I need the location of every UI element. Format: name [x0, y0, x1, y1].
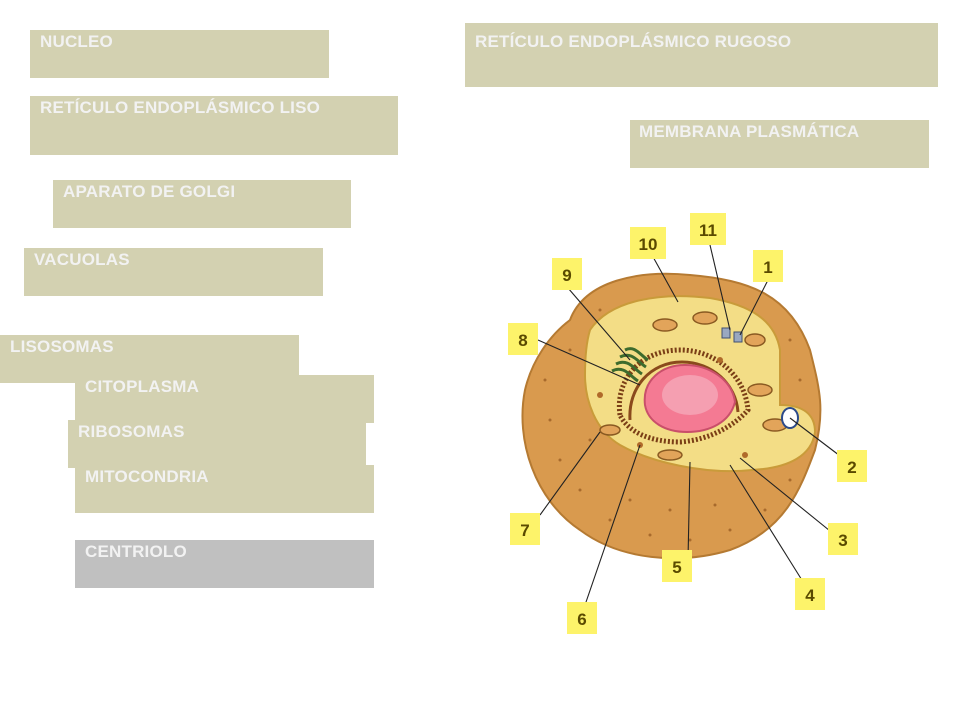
number-2: 2 [847, 458, 856, 477]
label-rer[interactable]: RETÍCULO ENDOPLÁSMICO RUGOSO [465, 23, 938, 87]
label-citoplasma-text: CITOPLASMA [85, 377, 200, 396]
number-tag-5: 5 [662, 550, 692, 582]
centriole [721, 327, 743, 343]
number-tag-1: 1 [753, 250, 783, 282]
label-nucleo[interactable]: NUCLEO [30, 30, 329, 78]
label-citoplasma[interactable]: CITOPLASMA [75, 375, 374, 423]
number-9: 9 [562, 266, 571, 285]
label-rel-text: RETÍCULO ENDOPLÁSMICO LISO [40, 98, 321, 117]
leader-lines [537, 244, 853, 606]
label-golgi-text: APARATO DE GOLGI [63, 182, 236, 201]
mitochondria [599, 311, 788, 461]
cell-speckles [543, 308, 802, 542]
label-rer-text: RETÍCULO ENDOPLÁSMICO RUGOSO [475, 32, 792, 51]
label-golgi[interactable]: APARATO DE GOLGI [53, 180, 351, 228]
number-tag-8: 8 [508, 323, 538, 355]
number-4: 4 [805, 586, 815, 605]
number-tag-7: 7 [510, 513, 540, 545]
label-vacuolas[interactable]: VACUOLAS [24, 248, 323, 296]
rough-er [616, 347, 751, 445]
label-mitocondria-text: MITOCONDRIA [85, 467, 209, 486]
number-tag-2: 2 [837, 450, 867, 482]
number-5: 5 [672, 558, 681, 577]
label-ribosomas-text: RIBOSOMAS [78, 422, 185, 441]
label-membrana[interactable]: MEMBRANA PLASMÁTICA [630, 120, 929, 168]
number-tag-6: 6 [567, 602, 597, 634]
number-tag-3: 3 [828, 523, 858, 555]
number-tag-9: 9 [552, 258, 582, 290]
label-rel[interactable]: RETÍCULO ENDOPLÁSMICO LISO [30, 96, 398, 155]
label-mitocondria[interactable]: MITOCONDRIA [75, 465, 374, 513]
label-lisosomas-text: LISOSOMAS [10, 337, 114, 356]
animal-cell-diagram: 1 2 3 4 5 6 7 8 9 10 11 [508, 213, 867, 634]
number-3: 3 [838, 531, 847, 550]
number-7: 7 [520, 521, 529, 540]
golgi-apparatus [611, 347, 649, 383]
label-membrana-text: MEMBRANA PLASMÁTICA [639, 122, 860, 141]
nucleolus [662, 375, 718, 415]
label-nucleo-text: NUCLEO [40, 32, 113, 51]
number-11: 11 [699, 221, 717, 240]
number-tag-10: 10 [630, 227, 666, 259]
label-centriolo[interactable]: CENTRIOLO [75, 540, 374, 588]
label-ribosomas[interactable]: RIBOSOMAS [68, 420, 366, 468]
number-8: 8 [518, 331, 527, 350]
number-10: 10 [639, 235, 658, 254]
number-6: 6 [577, 610, 586, 629]
label-centriolo-text: CENTRIOLO [85, 542, 187, 561]
number-tag-11: 11 [690, 213, 726, 245]
label-vacuolas-text: VACUOLAS [34, 250, 130, 269]
number-1: 1 [763, 258, 772, 277]
number-tag-4: 4 [795, 578, 825, 610]
